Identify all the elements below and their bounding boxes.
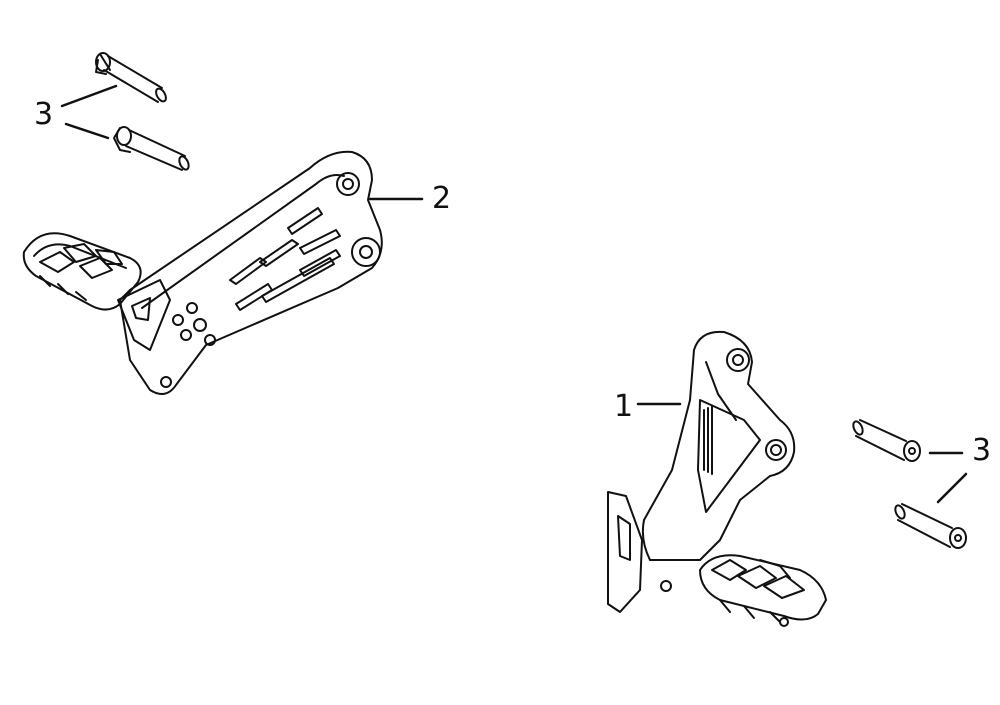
bolt-top-upper — [95, 52, 167, 103]
right-footpeg-bracket — [607, 330, 827, 627]
bolt-top-lower — [113, 126, 190, 171]
left-footpeg-bracket — [22, 150, 383, 395]
callout-2: 2 — [432, 181, 452, 216]
bolt-right-upper — [852, 419, 921, 462]
callout-3-right: 3 — [972, 433, 992, 468]
callout-1: 1 — [614, 389, 634, 424]
callout-3-top: 3 — [34, 97, 54, 132]
leader-lines — [60, 84, 968, 504]
bolt-right-lower — [894, 503, 967, 549]
